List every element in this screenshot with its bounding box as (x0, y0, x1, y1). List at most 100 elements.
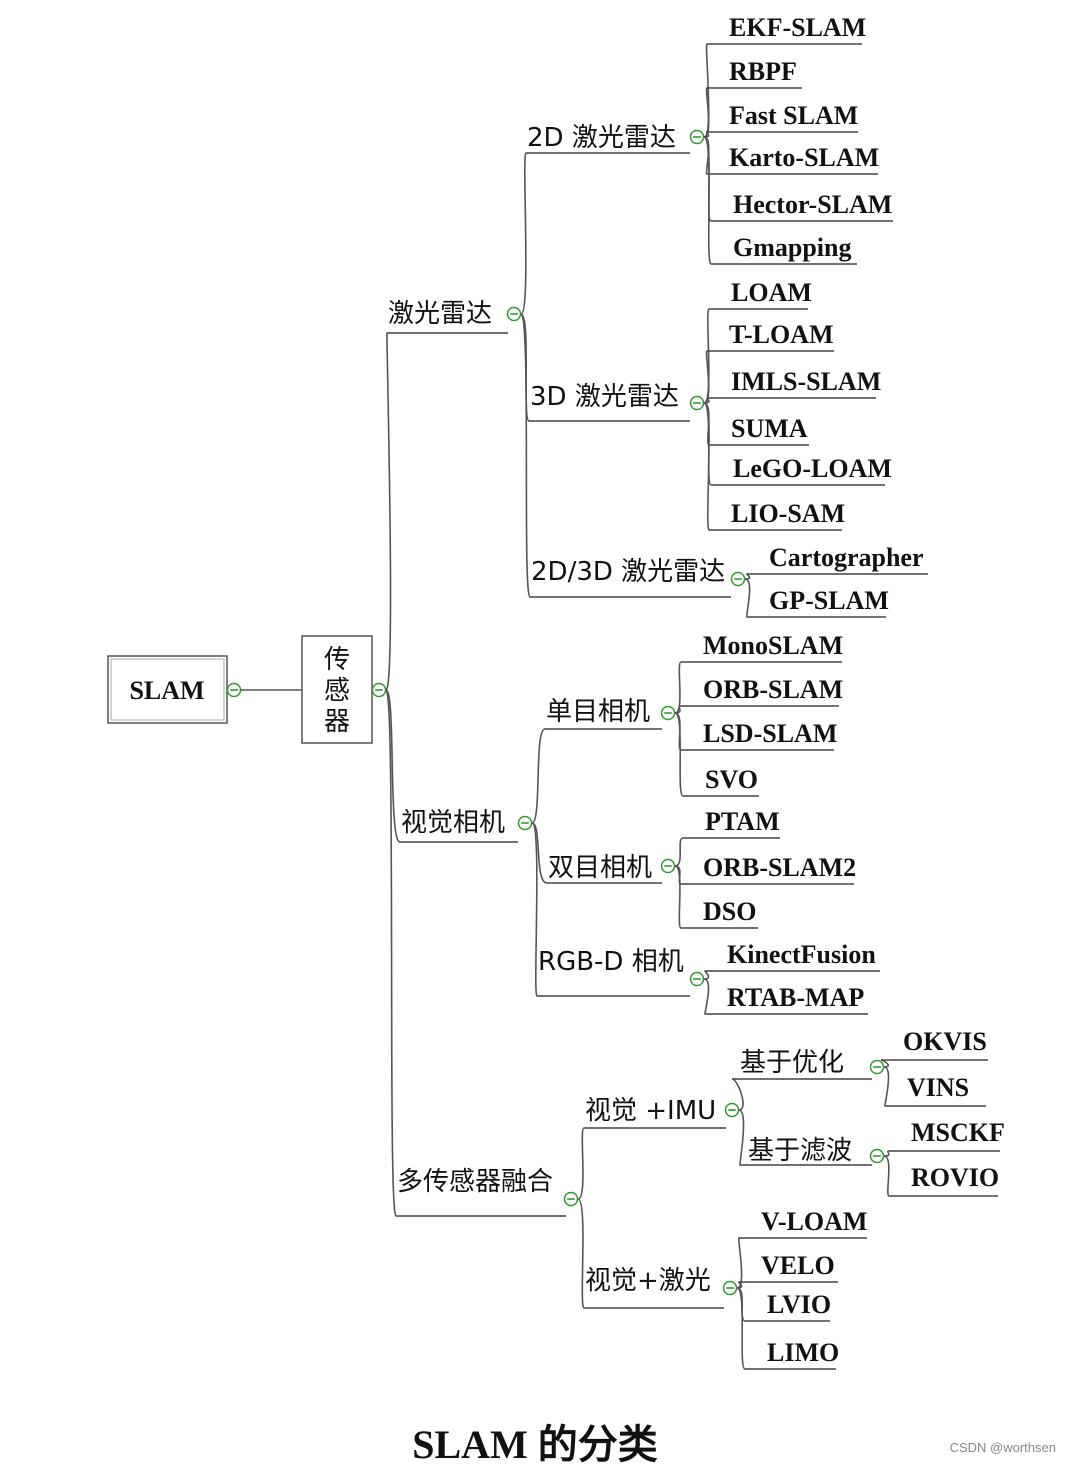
sensor-label-char: 器 (324, 707, 350, 737)
leaf-label: Karto-SLAM (729, 143, 879, 172)
subbranch-label: 2D/3D 激光雷达 (531, 557, 725, 587)
leaf-label: Gmapping (733, 233, 852, 262)
connector-branch-to-subbranch (520, 152, 527, 315)
connector-branch-to-subbranch (577, 1127, 585, 1200)
branch-label: 多传感器融合 (397, 1167, 553, 1197)
leaf-label: LIMO (767, 1338, 839, 1367)
root-collapse-toggle[interactable] (226, 682, 242, 698)
connector-branch-to-subbranch (520, 313, 531, 598)
leaf-label: SUMA (731, 414, 808, 443)
connector-branch-to-subbranch (577, 1198, 585, 1309)
connector-to-leaf (674, 865, 682, 929)
sensor-box (301, 635, 373, 744)
leaf-label: ORB-SLAM2 (703, 853, 856, 882)
subsubbranch-label: 基于优化 (740, 1048, 844, 1078)
branch-label: 视觉相机 (401, 808, 505, 838)
root-box (107, 655, 228, 724)
sensor-label-char: 传 (324, 645, 350, 675)
leaf-label: LSD-SLAM (703, 719, 837, 748)
leaf-label: Hector-SLAM (733, 190, 892, 219)
subbranch-label: 2D 激光雷达 (527, 123, 676, 153)
connector-sensor-to-branch (385, 689, 401, 843)
sensor-label-char: 感 (324, 676, 350, 706)
connector-to-leaf (674, 712, 684, 797)
subsubbranch-label: 基于滤波 (748, 1136, 852, 1166)
subbranch-collapse-toggle[interactable] (660, 858, 676, 874)
subbranch-label: 单目相机 (546, 697, 650, 727)
leaf-label: LeGO-LOAM (733, 454, 892, 483)
connector-to-leaf (703, 350, 710, 404)
leaf-label: Fast SLAM (729, 101, 858, 130)
subbranch-label: 视觉 +IMU (585, 1096, 716, 1126)
connector-to-leaf (703, 87, 710, 138)
connector-to-leaf (703, 978, 710, 1015)
connector-to-subsubbranch (738, 1109, 745, 1166)
connector-to-leaf (703, 136, 712, 265)
leaf-label: T-LOAM (729, 320, 834, 349)
connector-to-leaf (883, 1066, 890, 1107)
connector-branch-to-subbranch (531, 728, 546, 824)
subbranch-collapse-toggle[interactable] (689, 971, 705, 987)
subbranch-collapse-toggle[interactable] (689, 129, 705, 145)
branch-collapse-toggle[interactable] (563, 1191, 579, 1207)
leaf-label: LVIO (767, 1290, 831, 1319)
connector-sensor-to-branch (385, 332, 392, 691)
leaf-label: VELO (761, 1251, 835, 1280)
leaf-label: RBPF (729, 57, 797, 86)
figure-caption: SLAM 的分类 (412, 1422, 658, 1467)
subsubbranch-collapse-toggle[interactable] (869, 1148, 885, 1164)
sensor-collapse-toggle[interactable] (371, 682, 387, 698)
connector-to-leaf (674, 661, 682, 714)
connector-sensor-to-branch (385, 689, 397, 1217)
branch-label: 激光雷达 (388, 299, 492, 329)
subbranch-collapse-toggle[interactable] (722, 1280, 738, 1296)
connector-to-leaf (883, 1155, 890, 1197)
leaf-label: KinectFusion (727, 940, 876, 969)
subbranch-label: 3D 激光雷达 (530, 382, 679, 412)
leaf-label: Cartographer (769, 543, 924, 572)
subbranch-collapse-toggle[interactable] (730, 571, 746, 587)
watermark: CSDN @worthsen (949, 1440, 1056, 1455)
leaf-label: MonoSLAM (703, 631, 843, 660)
leaf-label: SVO (705, 765, 758, 794)
root-label: SLAM (129, 676, 204, 705)
leaf-label: LIO-SAM (731, 499, 845, 528)
subbranch-collapse-toggle[interactable] (724, 1102, 740, 1118)
subbranch-label: RGB-D 相机 (538, 947, 684, 977)
root-box-inner (110, 658, 225, 721)
connector-to-leaf (883, 1150, 890, 1157)
root-node[interactable]: SLAM (107, 655, 228, 724)
leaf-label: ORB-SLAM (703, 675, 843, 704)
sensor-node[interactable]: 传感器 (301, 635, 373, 744)
leaf-label: MSCKF (911, 1118, 1005, 1147)
subbranch-label: 双目相机 (548, 853, 652, 883)
leaf-label: GP-SLAM (769, 586, 889, 615)
connector-to-leaf (703, 402, 710, 531)
connector-branch-to-subbranch (531, 822, 548, 884)
branch-collapse-toggle[interactable] (506, 306, 522, 322)
leaf-label: V-LOAM (761, 1207, 867, 1236)
connector-to-leaf (674, 837, 684, 867)
subbranch-collapse-toggle[interactable] (689, 395, 705, 411)
leaf-label: VINS (907, 1073, 969, 1102)
connector-to-leaf (703, 970, 710, 980)
leaf-label: ROVIO (911, 1163, 999, 1192)
leaf-label: DSO (703, 897, 756, 926)
subbranch-label: 视觉+激光 (585, 1266, 711, 1296)
connector-to-leaf (736, 1287, 746, 1370)
leaf-label: LOAM (731, 278, 812, 307)
leaf-label: PTAM (705, 807, 780, 836)
leaf-label: IMLS-SLAM (731, 367, 881, 396)
connector-to-leaf (744, 578, 751, 618)
connector-branch-to-subbranch (531, 822, 538, 997)
leaf-label: OKVIS (903, 1027, 987, 1056)
subsubbranch-collapse-toggle[interactable] (869, 1059, 885, 1075)
leaf-label: EKF-SLAM (729, 13, 866, 42)
leaf-label: RTAB-MAP (727, 983, 864, 1012)
connector-to-subsubbranch (731, 1078, 744, 1111)
branch-collapse-toggle[interactable] (517, 815, 533, 831)
connector-to-leaf (736, 1237, 743, 1289)
connector-to-leaf (703, 43, 710, 138)
subbranch-collapse-toggle[interactable] (660, 705, 676, 721)
